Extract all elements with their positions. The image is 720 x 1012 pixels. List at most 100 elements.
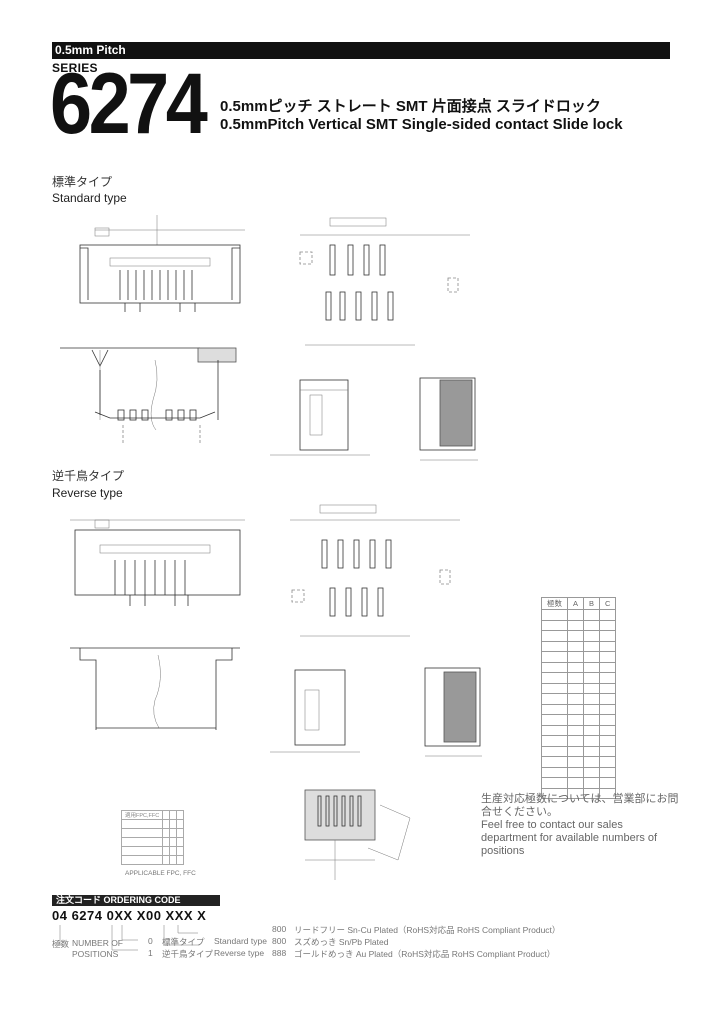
table-cell — [541, 640, 568, 652]
table-row — [541, 619, 617, 631]
table-row — [541, 682, 617, 694]
table-cell — [583, 756, 601, 768]
table-cell — [583, 682, 601, 694]
table-row — [541, 724, 617, 736]
table-cell — [599, 609, 617, 621]
table-cell — [566, 609, 585, 621]
table-cell — [541, 703, 568, 715]
table-cell — [583, 703, 601, 715]
table-cell — [599, 630, 617, 642]
table-cell — [583, 640, 601, 652]
table-row — [541, 672, 617, 684]
table-cell — [541, 724, 568, 736]
title-japanese: 0.5mmピッチ ストレート SMT 片面接点 スライドロック — [220, 98, 601, 115]
table-cell — [583, 619, 601, 631]
plating-0-text: リードフリー Sn-Cu Plated（RoHS対応品 RoHS Complia… — [294, 925, 561, 935]
table-body — [541, 609, 617, 799]
table-cell — [599, 693, 617, 705]
table-row — [541, 735, 617, 747]
table-cell — [599, 745, 617, 757]
table-cell — [599, 714, 617, 726]
table-cell — [566, 745, 585, 757]
header-c: C — [599, 597, 617, 610]
note-jp: 生産対応極数については、営業部にお問合せください。 — [481, 793, 679, 818]
table-cell — [599, 661, 617, 673]
reverse-pcb-layout — [290, 504, 460, 637]
availability-note: 生産対応極数については、営業部にお問合せください。 Feel free to c… — [481, 793, 681, 858]
type-0-en: Standard type — [214, 936, 267, 946]
table-cell — [566, 735, 585, 747]
positions-label-en: NUMBER OF POSITIONS — [72, 938, 123, 959]
reverse-type-label-en: Reverse type — [52, 486, 123, 500]
table-cell — [566, 661, 585, 673]
table-row — [541, 609, 617, 621]
type-code-0: 0 — [148, 936, 153, 946]
standard-type-label-en: Standard type — [52, 191, 127, 205]
applicable-fpc-table: 適用FPC,FFC — [120, 810, 185, 865]
table-cell — [599, 735, 617, 747]
standard-front-view — [79, 215, 245, 312]
table-cell — [566, 630, 585, 642]
table-cell — [566, 777, 585, 789]
reverse-side-view — [70, 647, 240, 730]
reverse-cross-section — [270, 667, 482, 757]
table-cell — [583, 630, 601, 642]
table-cell — [583, 651, 601, 663]
table-row — [541, 756, 617, 768]
series-label: SERIES — [52, 61, 98, 75]
table-cell — [599, 703, 617, 715]
note-en: Feel free to contact our sales departmen… — [481, 819, 658, 857]
table-cell — [583, 714, 601, 726]
table-cell — [541, 766, 568, 778]
type-code-1: 1 — [148, 948, 153, 958]
pitch-banner: 0.5mm Pitch — [52, 42, 670, 59]
standard-type-label-jp: 標準タイプ — [52, 175, 113, 189]
table-row — [541, 766, 617, 778]
table-cell — [541, 777, 568, 789]
table-cell — [583, 735, 601, 747]
table-row — [541, 703, 617, 715]
standard-pcb-layout — [299, 217, 470, 346]
table-cell — [599, 672, 617, 684]
table-cell — [566, 651, 585, 663]
table-cell — [583, 724, 601, 736]
table-cell — [599, 766, 617, 778]
header-positions: 極数 — [541, 597, 568, 610]
table-cell — [541, 745, 568, 757]
standard-side-view — [60, 347, 237, 445]
series-number: 6274 — [50, 56, 208, 152]
table-cell — [599, 682, 617, 694]
table-cell — [583, 609, 601, 621]
table-cell — [541, 672, 568, 684]
plating-code-2: 888 — [272, 948, 287, 958]
table-cell — [541, 714, 568, 726]
table-cell — [566, 703, 585, 715]
table-cell — [599, 619, 617, 631]
table-cell — [541, 682, 568, 694]
standard-cross-section — [270, 377, 478, 461]
table-row — [541, 640, 617, 652]
ordering-code-leaders — [59, 925, 198, 951]
table-cell — [566, 672, 585, 684]
table-cell — [541, 756, 568, 768]
positions-dimension-table: 極数 A B C — [541, 597, 617, 799]
table-cell — [583, 661, 601, 673]
fpc-label: 適用FPC,FFC — [120, 810, 164, 820]
table-cell — [566, 714, 585, 726]
table-cell — [583, 672, 601, 684]
applicable-fpc-label-en: APPLICABLE FPC, FFC — [125, 870, 196, 877]
table-cell — [566, 724, 585, 736]
table-row — [541, 714, 617, 726]
ordering-code: 04 6274 0XX X00 XXX X — [52, 908, 207, 923]
table-cell — [566, 756, 585, 768]
table-row — [541, 787, 617, 799]
plating-1-text: スズめっき Sn/Pb Plated — [294, 937, 389, 947]
table-cell — [583, 766, 601, 778]
table-cell — [541, 619, 568, 631]
header-b: B — [583, 597, 601, 610]
table-cell — [541, 651, 568, 663]
table-cell — [583, 745, 601, 757]
title-english: 0.5mmPitch Vertical SMT Single-sided con… — [220, 116, 623, 133]
ordering-code-banner: 注文コード ORDERING CODE — [52, 895, 220, 906]
